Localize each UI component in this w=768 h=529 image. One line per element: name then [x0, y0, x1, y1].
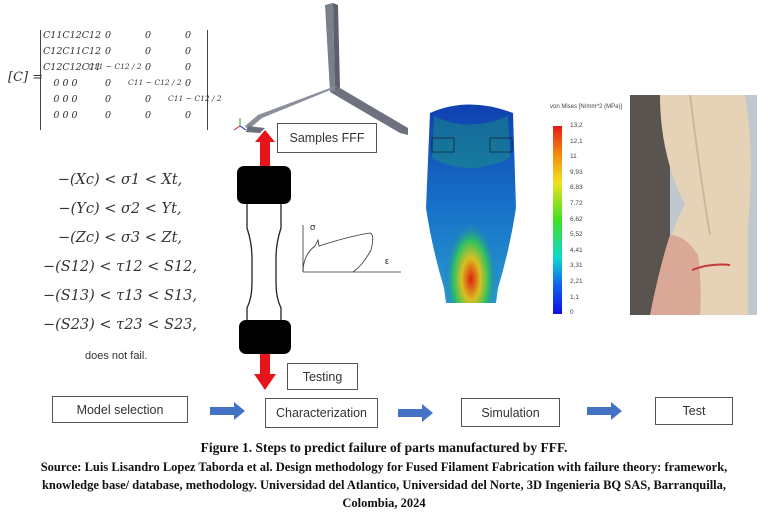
colorbar-title: von Mises [N/mm^2 (MPa)] [550, 104, 623, 110]
colorbar-tick-label: 7,72 [570, 200, 583, 207]
matrix-cell: 0 [104, 30, 112, 41]
y-sample-3d-model [233, 3, 408, 135]
colorbar-tick-label: 6,62 [570, 215, 583, 223]
axis-triad-icon [233, 118, 247, 131]
flow-arrow-icon [587, 402, 622, 420]
matrix-cell: 0 [184, 78, 192, 89]
matrix-cell: 0 [184, 62, 192, 73]
source-line: knowledge base/ database, methodology. U… [41, 478, 727, 492]
colorbar [553, 126, 562, 314]
stress-strain-curve [302, 225, 401, 273]
step-simulation: Simulation [461, 398, 560, 427]
matrix-cell: 0 [144, 62, 152, 73]
matrix-cell: 0 [144, 110, 152, 121]
matrix-cell: 0 [184, 30, 192, 41]
printed-part-photo [630, 95, 757, 315]
colorbar-tick-label: 12,1 [570, 137, 583, 145]
matrix-cell: 0 [104, 46, 112, 57]
step-model-selection: Model selection [52, 396, 188, 423]
colorbar-tick-label: 9,93 [570, 168, 583, 176]
specimen [246, 204, 282, 320]
criterion: −(S12) < τ12 < S12, [42, 259, 198, 275]
matrix-cell: C11 − C12 / 2 [128, 78, 182, 87]
matrix-cell: C11 − C12 / 2 [88, 62, 142, 71]
flow-arrow-icon [210, 402, 245, 420]
matrix-cell: 0 [144, 46, 152, 57]
step-characterization: Characterization [265, 398, 378, 428]
upper-grip [237, 166, 291, 204]
colorbar-tick-label: 4,41 [570, 246, 583, 254]
colorbar-tick-label: 1,1 [570, 293, 580, 301]
tensile-test-illustration [237, 130, 291, 390]
matrix-cell: 0 0 0 [53, 78, 78, 89]
colorbar-tick-label: 11 [570, 153, 577, 161]
failure-criteria: −(Xc) < σ1 < Xt, −(Yc) < σ2 < Yt, −(Zc) … [40, 172, 200, 346]
stress-axis-label: σ [310, 222, 316, 232]
colorbar-tick-label: 0 [570, 309, 574, 317]
criterion: −(Yc) < σ2 < Yt, [58, 201, 182, 217]
matrix-cell: C11C12C12 [43, 30, 102, 41]
colorbar-tick-label: 2,21 [570, 278, 583, 285]
matrix-cell: 0 0 0 [53, 94, 78, 105]
fea-stress-plot [426, 104, 516, 303]
criterion: −(S23) < τ23 < S23, [42, 317, 198, 333]
matrix-cell: C11 − C12 / 2 [168, 94, 222, 103]
matrix-cell: 0 [104, 78, 112, 89]
matrix-cell: 0 [104, 110, 112, 121]
colorbar-tick-label: 13,2 [570, 122, 583, 129]
arrow-up-icon [255, 130, 275, 168]
strain-axis-label: ε [385, 256, 390, 266]
flow-arrow-icon [398, 404, 433, 422]
colorbar-tick-label: 3,31 [570, 262, 583, 270]
criterion: −(S13) < τ13 < S13, [42, 288, 198, 304]
samples-fff-label: Samples FFF [277, 123, 377, 153]
matrix-cell: 0 [184, 46, 192, 57]
matrix-cell: C12C11C12 [43, 46, 102, 57]
lower-grip [239, 320, 291, 354]
source-line: Colombia, 2024 [342, 496, 426, 510]
matrix-cell: 0 [104, 94, 112, 105]
stiffness-matrix-label: [C] = [8, 70, 44, 85]
criterion: −(Xc) < σ1 < Xt, [57, 172, 183, 188]
matrix-cell: 0 [144, 94, 152, 105]
arrow-down-icon [254, 354, 276, 390]
source-line: Source: Luis Lisandro Lopez Taborda et a… [40, 460, 728, 474]
figure-title: Figure 1. Steps to predict failure of pa… [200, 440, 568, 455]
step-test: Test [655, 397, 733, 425]
matrix-cell: 0 [144, 30, 152, 41]
criterion: −(Zc) < σ3 < Zt, [57, 230, 183, 246]
matrix-cell: C12C12C11 [43, 62, 102, 73]
colorbar-tick-label: 8,83 [570, 184, 583, 192]
testing-label: Testing [287, 363, 358, 390]
matrix-cell: 0 0 0 [53, 110, 78, 121]
matrix-cell: 0 [184, 110, 192, 121]
criteria-conclusion: does not fail. [85, 350, 148, 362]
colorbar-tick-label: 5,52 [570, 231, 583, 239]
